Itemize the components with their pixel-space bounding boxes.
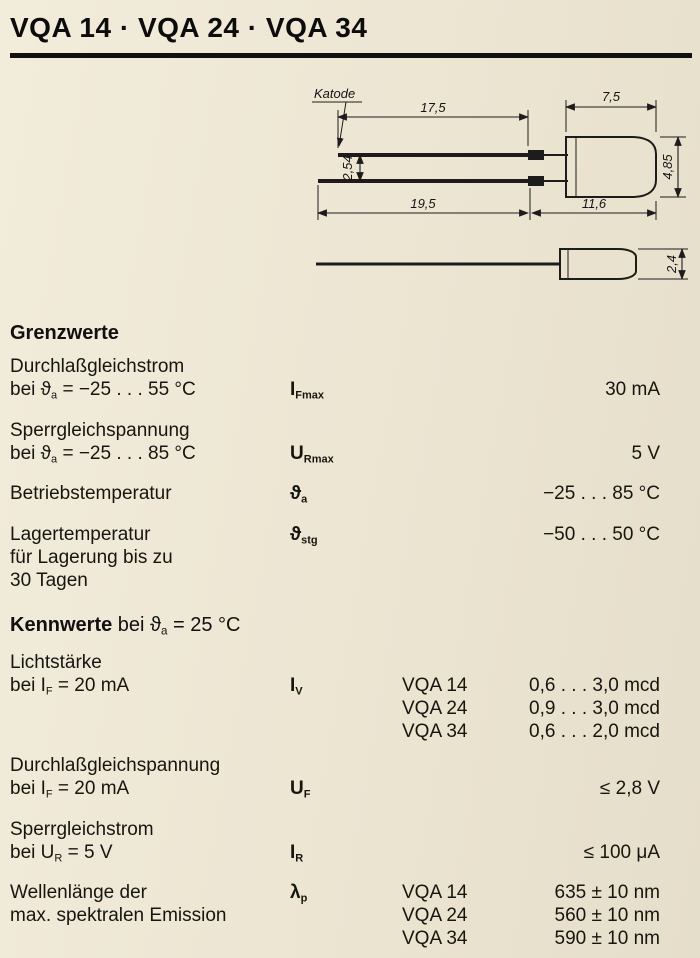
side-view-body: [559, 248, 637, 280]
dim-body-diameter-label: 4,85: [660, 154, 675, 180]
spec-label-line: Lagertemperatur: [10, 523, 151, 545]
spec-value: 635 ± 10 nm: [554, 882, 661, 904]
spec-value: ≤ 100 μA: [583, 841, 660, 863]
spec-row-lagertemperatur: Lagertemperatur für Lagerung bis zu 30 T…: [10, 523, 700, 592]
spec-row-sperrgleichstrom: Sperrgleichstrom bei UR = 5 V IR ≤ 100 μ…: [10, 818, 700, 871]
spec-symbol: UF: [290, 778, 311, 801]
spec-label-line: Durchlaßgleichspannung: [10, 755, 221, 777]
spec-value: −50 . . . 50 °C: [543, 523, 660, 545]
spec-label-line: Wellenlänge der: [10, 882, 147, 904]
anode-lead-crimp: [528, 176, 544, 186]
spec-label-line: Lichtstärke: [10, 652, 102, 674]
kennwerte-section: Kennwerte bei ϑa = 25 °C Lichtstärke bei…: [0, 614, 700, 958]
leads: [318, 150, 568, 186]
spec-label-line: bei IF = 20 mA: [10, 675, 130, 698]
title-rule: [10, 53, 692, 58]
spec-value: 0,6 . . . 2,0 mcd: [529, 721, 660, 743]
variant-label: VQA 24: [402, 698, 468, 720]
side-view: 2,4: [316, 248, 688, 280]
spec-value: 560 ± 10 nm: [554, 905, 661, 927]
spec-symbol: ϑa: [290, 483, 308, 506]
variant-label: VQA 34: [402, 928, 468, 950]
spec-label-line: bei UR = 5 V: [10, 841, 113, 865]
spec-value: −25 . . . 85 °C: [543, 483, 660, 505]
variant-label: VQA 34: [402, 721, 468, 743]
grenzwerte-heading: Grenzwerte: [10, 322, 119, 344]
spec-label-line: bei ϑa = −25 . . . 85 °C: [10, 442, 196, 466]
spec-symbol: ϑstg: [290, 523, 318, 547]
spec-label-line: für Lagerung bis zu: [10, 546, 173, 568]
kennwerte-heading-bold: Kennwerte: [10, 613, 113, 636]
spec-symbol: λp: [290, 882, 308, 905]
page-header: VQA 14 · VQA 24 · VQA 34: [0, 0, 700, 58]
led-body: [565, 136, 657, 198]
variant-label: VQA 24: [402, 905, 468, 927]
spec-symbol: IFmax: [290, 379, 325, 402]
spec-row-durchlassgleichspannung: Durchlaßgleichspannung bei IF = 20 mA UF…: [10, 754, 700, 807]
dim-lead-free-length-label: 17,5: [420, 100, 446, 115]
spec-label-line: Durchlaßgleichstrom: [10, 356, 185, 377]
spec-label-line: Sperrgleichspannung: [10, 419, 190, 441]
spec-value: 590 ± 10 nm: [554, 928, 661, 950]
dim-body-total-length-label: 11,6: [582, 196, 607, 211]
led-body-outline: [565, 136, 657, 198]
spec-value: 0,9 . . . 3,0 mcd: [529, 698, 660, 720]
spec-row-sperrgleichspannung: Sperrgleichspannung bei ϑa = −25 . . . 8…: [10, 419, 700, 472]
spec-label-line: max. spektralen Emission: [10, 905, 227, 927]
spec-symbol: URmax: [290, 442, 334, 466]
katode-label: Katode: [314, 86, 355, 101]
dimensions: 17,5 7,5 2,54 4,85 19,5: [317, 89, 686, 220]
variant-label: VQA 14: [402, 675, 468, 697]
spec-label-line: Sperrgleichstrom: [10, 818, 154, 840]
grenzwerte-section: Grenzwerte Durchlaßgleichstrom bei ϑa = …: [0, 322, 700, 592]
dim-total-length-label: 19,5: [410, 196, 436, 211]
katode-callout: Katode: [312, 86, 362, 147]
spec-symbol: IV: [290, 675, 303, 698]
spec-value: 0,6 . . . 3,0 mcd: [529, 675, 660, 697]
spec-row-betriebstemperatur: Betriebstemperatur ϑa −25 . . . 85 °C: [10, 482, 700, 512]
cathode-lead-crimp: [528, 150, 544, 160]
dim-body-length-label: 7,5: [602, 89, 621, 104]
spec-row-durchlassgleichstrom: Durchlaßgleichstrom bei ϑa = −25 . . . 5…: [10, 355, 700, 408]
katode-leader-arrow: [336, 101, 347, 147]
page-title: VQA 14 · VQA 24 · VQA 34: [10, 12, 368, 43]
package-drawing: Katode: [288, 82, 700, 310]
spec-row-wellenlaenge: Wellenlänge der max. spektralen Emission…: [10, 881, 700, 950]
kennwerte-heading: Kennwerte bei ϑa = 25 °C: [10, 614, 700, 638]
spec-value: 5 V: [631, 442, 660, 464]
dim-lead-pitch-label: 2,54: [340, 155, 355, 181]
spec-label-line: bei ϑa = −25 . . . 55 °C: [10, 379, 196, 402]
spec-symbol: IR: [290, 841, 304, 865]
spec-label-line: 30 Tagen: [10, 569, 88, 591]
dim-side-diameter-label: 2,4: [664, 255, 679, 274]
kennwerte-heading-condition: bei ϑa = 25 °C: [112, 613, 241, 638]
spec-label-line: bei IF = 20 mA: [10, 778, 130, 801]
spec-value: ≤ 2,8 V: [599, 778, 660, 800]
spec-label-line: Betriebstemperatur: [10, 483, 172, 505]
variant-label: VQA 14: [402, 882, 468, 904]
spec-value: 30 mA: [605, 379, 660, 400]
spec-row-lichtstaerke: Lichtstärke bei IF = 20 mA IV VQA 14 VQA…: [10, 651, 700, 743]
led-package-drawing-svg: Katode: [312, 86, 688, 280]
